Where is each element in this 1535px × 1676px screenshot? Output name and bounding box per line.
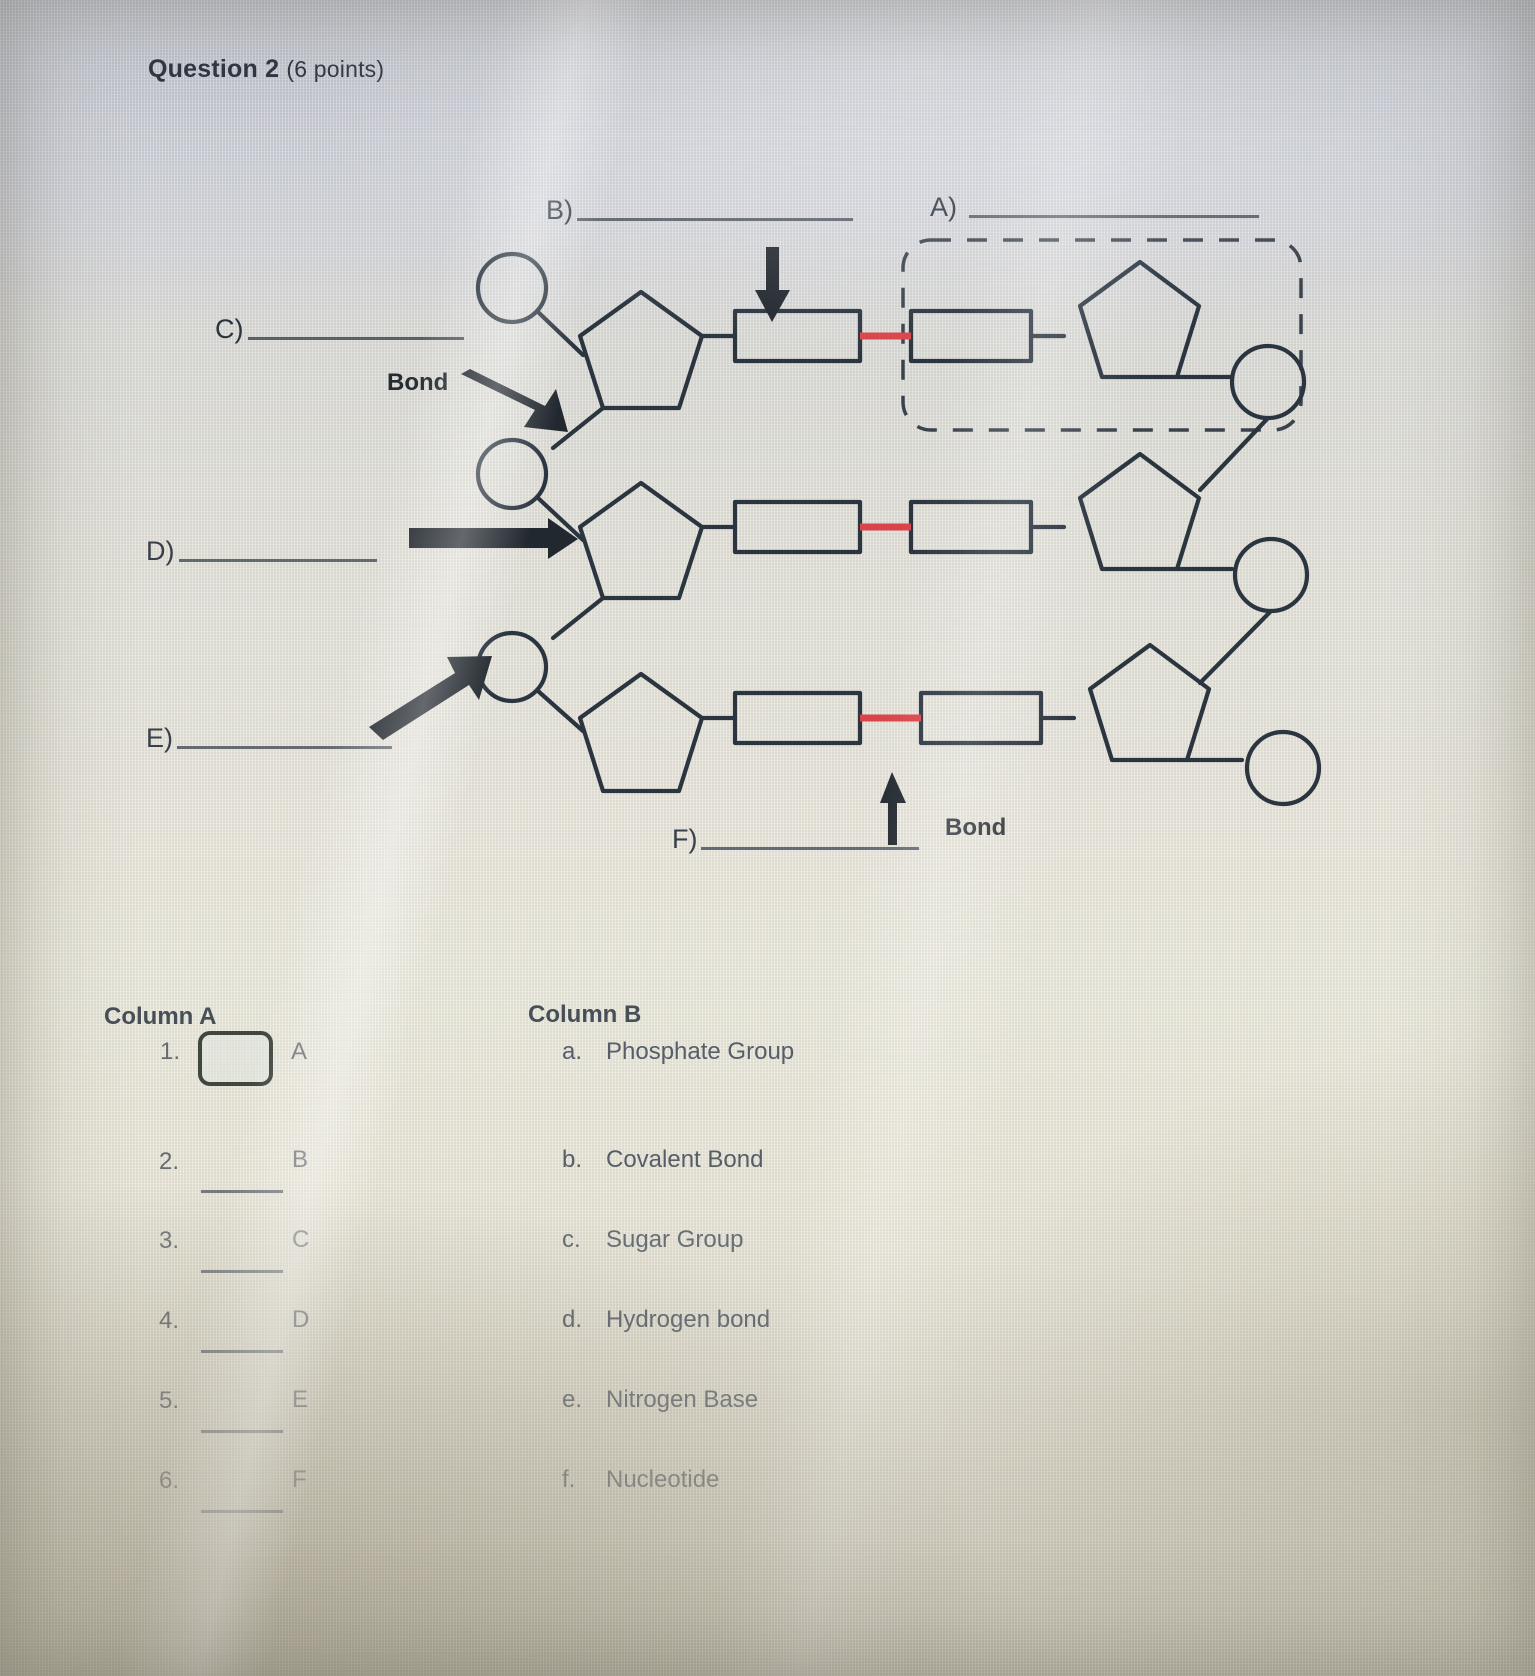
- column-a-number: 4.: [159, 1307, 180, 1334]
- column-a-answer-blank[interactable]: [201, 1350, 283, 1353]
- column-b-text: Sugar Group: [606, 1226, 744, 1253]
- phosphate-circle: [475, 251, 549, 325]
- label-b: B): [546, 197, 853, 224]
- sugar-pentagon: [577, 671, 705, 794]
- label-f: F): [672, 824, 920, 854]
- arrow-to-c-bond: [461, 369, 568, 432]
- column-b-marker: c.: [562, 1226, 581, 1253]
- sugar-pentagon: [577, 480, 705, 601]
- column-b-marker: e.: [562, 1386, 583, 1413]
- arrow-to-e: [369, 656, 492, 740]
- column-a-answer-box[interactable]: [198, 1031, 273, 1086]
- column-b-item[interactable]: c. Sugar Group: [562, 1226, 743, 1254]
- column-a-header: Column A: [104, 1003, 217, 1030]
- question-title-text: Question 2: [148, 55, 280, 83]
- sugar-pentagon: [577, 289, 705, 411]
- column-b-marker: a.: [562, 1038, 583, 1065]
- label-c-blank[interactable]: [247, 337, 464, 340]
- column-a-letter: A: [291, 1038, 308, 1065]
- sugar-pentagon: [1077, 451, 1202, 572]
- column-b-item[interactable]: d. Hydrogen bond: [562, 1306, 770, 1334]
- column-a-number: 5.: [159, 1387, 180, 1414]
- column-b-item[interactable]: b. Covalent Bond: [562, 1146, 763, 1174]
- label-e-blank[interactable]: [177, 746, 392, 749]
- column-a-answer-blank[interactable]: [201, 1270, 283, 1273]
- question-title: Question 2 (6 points): [148, 55, 384, 84]
- label-a: A): [930, 194, 1259, 221]
- label-d: D): [146, 538, 377, 565]
- column-a-letter: B: [292, 1146, 309, 1173]
- column-a-letter: D: [292, 1306, 310, 1333]
- column-b-marker: b.: [562, 1146, 583, 1173]
- column-b-text: Nucleotide: [606, 1466, 720, 1493]
- label-e-tag: E): [146, 723, 173, 753]
- bond-label-bottom: Bond: [945, 814, 1007, 841]
- bond-label-top: Bond: [387, 369, 449, 396]
- column-b-marker: f.: [562, 1466, 576, 1493]
- label-c: C): [215, 316, 464, 343]
- label-a-tag: A): [930, 192, 957, 222]
- arrow-to-d: [409, 518, 578, 559]
- column-b-item[interactable]: e. Nitrogen Base: [562, 1386, 758, 1414]
- column-b-text: Nitrogen Base: [606, 1386, 759, 1413]
- column-a-number: 3.: [159, 1227, 180, 1254]
- column-b-text: Hydrogen bond: [606, 1306, 771, 1333]
- label-b-blank[interactable]: [577, 218, 853, 221]
- column-b-item[interactable]: a. Phosphate Group: [562, 1038, 794, 1066]
- label-b-tag: B): [546, 195, 573, 225]
- label-a-blank[interactable]: [969, 215, 1259, 218]
- dna-structure-diagram: [369, 238, 1322, 845]
- sugar-pentagon: [1077, 259, 1202, 380]
- column-a-letter: C: [292, 1226, 310, 1253]
- arrow-to-f-bond: [880, 772, 906, 845]
- column-b-item[interactable]: f. Nucleotide: [562, 1466, 719, 1494]
- label-f-tag: F): [672, 824, 698, 854]
- phosphate-circle: [475, 437, 549, 511]
- label-d-tag: D): [146, 536, 175, 566]
- sugar-pentagon: [1087, 642, 1212, 763]
- label-d-blank[interactable]: [178, 559, 377, 562]
- column-a-number: 1.: [160, 1038, 181, 1065]
- arrow-to-b: [755, 247, 790, 322]
- label-f-blank[interactable]: [701, 847, 920, 850]
- column-a-answer-blank[interactable]: [201, 1430, 283, 1433]
- column-b-marker: d.: [562, 1306, 583, 1333]
- column-a-number: 2.: [159, 1148, 180, 1175]
- column-b-text: Covalent Bond: [606, 1146, 764, 1173]
- column-a-answer-blank[interactable]: [201, 1190, 283, 1193]
- phosphate-circle: [1244, 729, 1322, 807]
- label-e: E): [146, 725, 392, 752]
- column-a-answer-blank[interactable]: [201, 1510, 283, 1513]
- column-b-header: Column B: [528, 1001, 642, 1028]
- column-a-number: 6.: [159, 1467, 180, 1494]
- column-b-text: Phosphate Group: [606, 1038, 795, 1065]
- question-points: (6 points): [286, 56, 385, 82]
- column-a-letter: F: [292, 1466, 307, 1493]
- column-a-letter: E: [292, 1386, 309, 1413]
- label-c-tag: C): [215, 314, 244, 344]
